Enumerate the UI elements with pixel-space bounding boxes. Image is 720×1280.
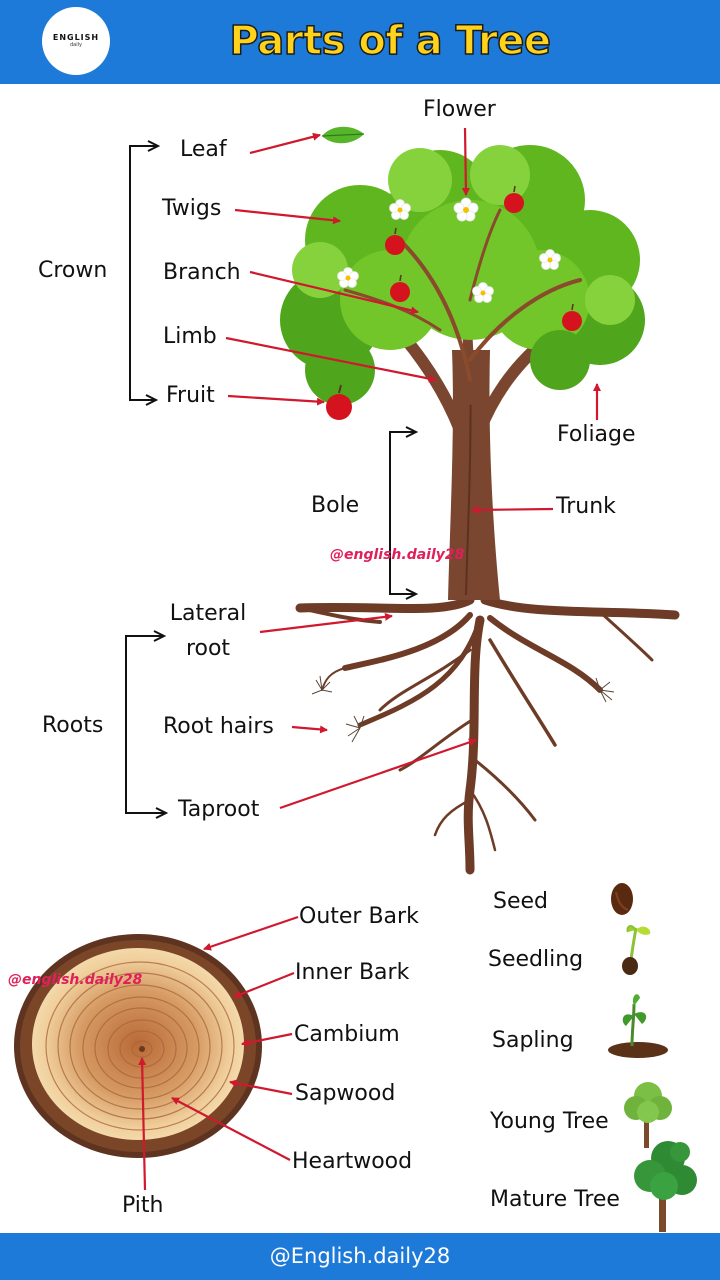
footer-handle: @English.daily28: [269, 1244, 451, 1268]
stage-label-seedling: Seedling: [488, 947, 584, 972]
label-taproot: Taproot: [178, 797, 260, 822]
label-pith: Pith: [122, 1193, 164, 1218]
label-foliage: Foliage: [557, 422, 636, 447]
tree-watermark: @english.daily28: [330, 547, 465, 563]
mature-tree-icon: [634, 1141, 697, 1232]
logo-text-english: ENGLISH: [52, 33, 100, 42]
label-sapwood: Sapwood: [295, 1081, 396, 1106]
label-crown: Crown: [38, 258, 108, 283]
stage-label-young-tree: Young Tree: [490, 1109, 609, 1134]
sapling-icon: [608, 994, 668, 1058]
young-tree-icon: [624, 1082, 672, 1148]
tree-pointer-lines: [225, 127, 601, 810]
label-branch: Branch: [163, 260, 241, 285]
stage-label-mature-tree: Mature Tree: [490, 1187, 620, 1212]
header-bar: ENGLISH daily Parts of a Tree: [0, 0, 720, 84]
label-inner-bark: Inner Bark: [295, 960, 410, 985]
page-title: Parts of a Tree: [229, 17, 552, 65]
stage-label-sapling: Sapling: [492, 1028, 574, 1053]
logo-text-daily: daily: [70, 42, 82, 48]
root-hairs-detail: [311, 675, 615, 743]
tree-flowers: [337, 197, 561, 303]
stage-label-seed: Seed: [493, 889, 548, 914]
label-twigs: Twigs: [162, 196, 222, 221]
label-heartwood: Heartwood: [292, 1149, 413, 1174]
label-flower: Flower: [423, 97, 496, 122]
label-lateral-root-line1: Lateral: [169, 601, 247, 626]
label-cambium: Cambium: [294, 1022, 400, 1047]
seedling-icon: [622, 925, 651, 975]
bole-bracket: [389, 426, 419, 600]
footer-bar: @English.daily28: [0, 1233, 720, 1280]
cross-section-watermark: @english.daily28: [8, 972, 143, 988]
label-root-hairs: Root hairs: [163, 714, 274, 739]
label-limb: Limb: [163, 324, 217, 349]
brand-logo: ENGLISH daily: [42, 7, 110, 75]
label-trunk: Trunk: [556, 494, 616, 519]
label-fruit: Fruit: [166, 383, 215, 408]
label-bole: Bole: [311, 493, 360, 518]
roots-bracket: [125, 630, 169, 819]
crown-bracket: [129, 140, 161, 406]
leaf-icon: [321, 126, 365, 144]
label-outer-bark: Outer Bark: [299, 904, 419, 929]
tree-canopy: [280, 145, 645, 405]
label-lateral-root-line2: root: [185, 636, 231, 661]
seed-icon: [611, 883, 633, 915]
label-roots: Roots: [42, 713, 104, 738]
tree-fruits: [326, 185, 582, 420]
trunk-cross-section: [14, 934, 262, 1158]
label-leaf: Leaf: [180, 137, 227, 162]
root-system: [295, 595, 680, 875]
cross-section-pointer-lines: [138, 915, 299, 1191]
